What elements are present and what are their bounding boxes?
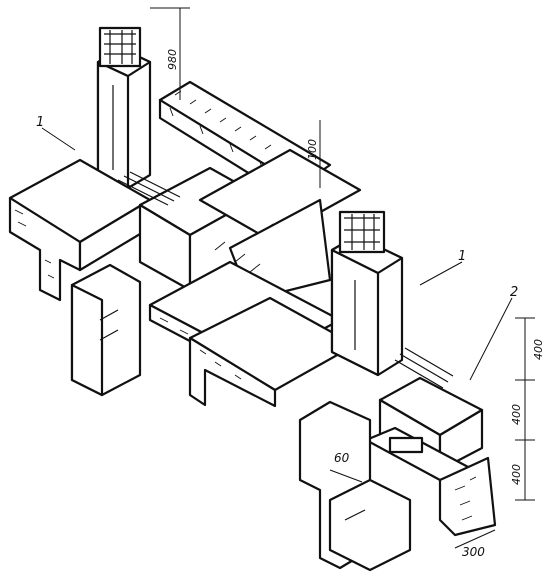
right-column: [330, 210, 404, 377]
dim-300: 300: [462, 545, 485, 559]
callout-1-mid: 1: [458, 249, 466, 264]
left-column: [96, 26, 152, 190]
lower-right-column: [298, 400, 412, 572]
dim-400-mid: 400: [510, 404, 523, 425]
dim-980: 980: [166, 49, 179, 70]
dim-60: 60: [334, 451, 350, 465]
dim-400-low: 400: [510, 464, 523, 485]
dimension-lines: [41, 7, 535, 549]
dim-100: 100: [306, 139, 319, 160]
rebar-cage-right: [338, 210, 386, 254]
bracket-plate: [388, 436, 424, 454]
callout-2: 2: [510, 285, 518, 300]
dim-400-top: 400: [532, 339, 545, 360]
callout-1-top: 1: [36, 115, 44, 130]
right-bracket: [364, 347, 497, 537]
middle-slab: [148, 260, 357, 408]
left-lower-column: [70, 263, 142, 397]
